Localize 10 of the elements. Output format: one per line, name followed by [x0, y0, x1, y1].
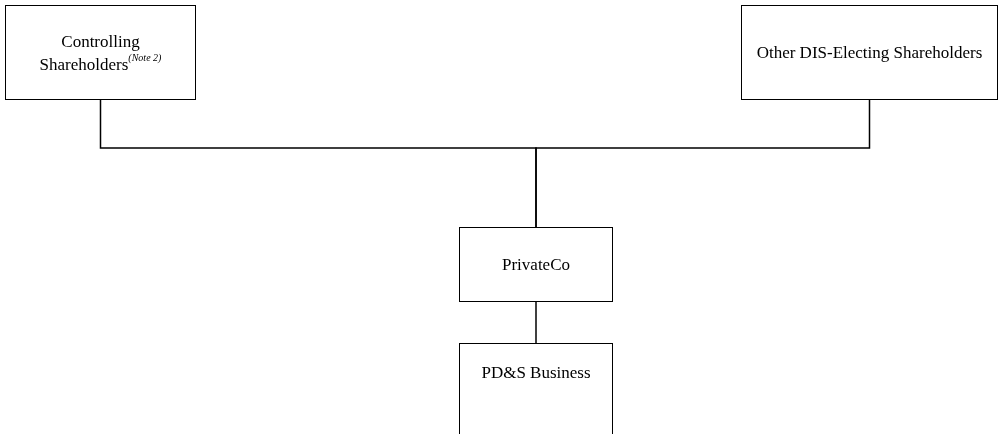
entity-label: PD&S Business — [481, 362, 591, 384]
entity-box — [459, 227, 613, 302]
entity-box — [5, 5, 196, 100]
entity-label: Other DIS-Electing Shareholders — [756, 42, 983, 64]
connector-line — [535, 301, 537, 344]
entity-box — [459, 343, 613, 434]
entity-label: PrivateCo — [502, 254, 570, 276]
entity-label: Controlling Shareholders$^{(Note 2)}$ — [38, 30, 163, 76]
entity-box — [741, 5, 998, 100]
connector-line — [535, 99, 871, 228]
